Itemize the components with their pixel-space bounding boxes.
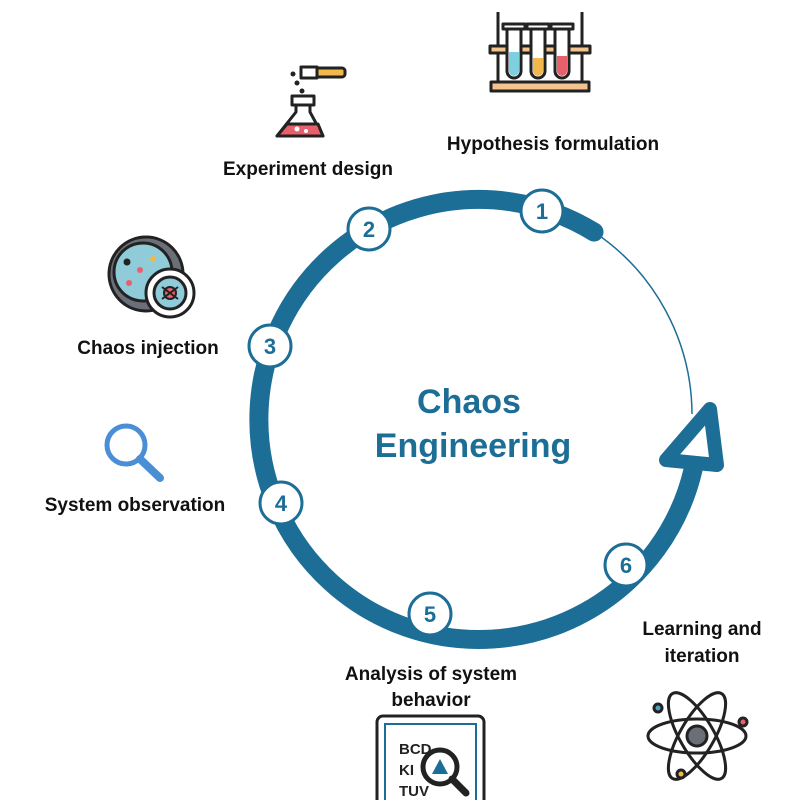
step-number-6: 6	[620, 553, 632, 578]
step-badge-3: 3	[247, 323, 293, 369]
step-labels: Hypothesis formulation Experiment design…	[45, 134, 762, 711]
step-label-5-line2: behavior	[391, 690, 471, 711]
step-number-5: 5	[424, 602, 436, 627]
eye-chart-row-3: TUV	[399, 783, 429, 800]
flask-pipette-icon	[275, 65, 347, 138]
step-badge-5: 5	[407, 591, 453, 637]
step-number-3: 3	[264, 334, 276, 359]
step-number-2: 2	[363, 217, 375, 242]
center-title-line2: Engineering	[375, 427, 571, 465]
step-label-3: Chaos injection	[77, 338, 218, 359]
magnifier-icon	[104, 423, 164, 482]
step-badge-2: 2	[346, 206, 392, 252]
step-label-6-line2: iteration	[665, 646, 740, 667]
step-badge-4: 4	[258, 480, 304, 526]
step-number-1: 1	[536, 199, 548, 224]
step-number-4: 4	[275, 491, 288, 516]
eye-chart-row-1: BCD	[399, 741, 432, 758]
eye-chart-magnifier-icon: BCD KI TUV	[375, 714, 486, 800]
step-badge-6: 6	[603, 542, 649, 588]
atom-icon	[646, 691, 749, 781]
step-label-6-line1: Learning and	[642, 619, 761, 640]
test-tubes-rack-icon	[488, 12, 592, 93]
step-badges: 1 2 3 4 5 6	[247, 188, 649, 637]
step-label-4: System observation	[45, 495, 226, 516]
cycle-thin-arc	[593, 231, 693, 415]
eye-chart-row-2: KI	[399, 762, 414, 779]
step-label-2: Experiment design	[223, 159, 393, 180]
petri-dish-bacteria-icon	[107, 235, 196, 319]
center-title-line1: Chaos	[417, 383, 521, 421]
step-badge-1: 1	[519, 188, 565, 234]
step-label-1: Hypothesis formulation	[447, 134, 659, 155]
center-title: Chaos Engineering	[375, 383, 571, 465]
cycle-arrowhead	[659, 402, 724, 472]
step-label-5-line1: Analysis of system	[345, 664, 517, 685]
